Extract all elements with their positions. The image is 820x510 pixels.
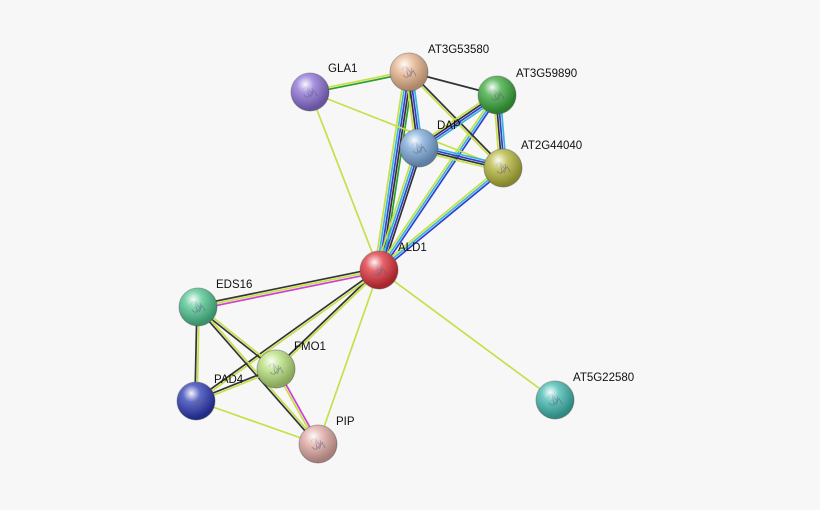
node-gloss bbox=[291, 73, 329, 111]
node-eds16[interactable]: EDS16 bbox=[178, 279, 252, 327]
edge-line-coexpression bbox=[274, 268, 379, 369]
node-label: PAD4 bbox=[214, 374, 244, 386]
node-label: AT3G59890 bbox=[516, 68, 577, 80]
node-gloss bbox=[257, 350, 295, 388]
node-label: GLA1 bbox=[328, 63, 357, 75]
node-at3g59890[interactable]: AT3G59890 bbox=[477, 68, 577, 115]
edge-line-homology bbox=[379, 148, 421, 271]
edge-line-database bbox=[378, 167, 504, 271]
edge-line-homology bbox=[378, 71, 410, 271]
edge-PAD4-PIP bbox=[195, 400, 319, 445]
node-label: DAP bbox=[437, 120, 461, 132]
edge-line-textmining bbox=[373, 71, 406, 270]
edge-line-homology bbox=[380, 95, 500, 272]
node-gloss bbox=[299, 425, 337, 463]
edge-line-textmining bbox=[309, 91, 380, 271]
node-label: FMO1 bbox=[294, 341, 326, 353]
node-gloss bbox=[360, 251, 398, 289]
edge-ALD1-AT3G59890 bbox=[376, 93, 500, 272]
edge-line-textmining bbox=[309, 91, 504, 169]
edge-ALD1-FMO1 bbox=[274, 268, 381, 371]
edge-line-database bbox=[375, 71, 408, 270]
edge-line-textmining bbox=[317, 269, 380, 445]
node-ald1[interactable]: ALD1 bbox=[359, 242, 427, 290]
edge-ALD1-GLA1 bbox=[309, 91, 380, 271]
edge-line-textmining bbox=[407, 72, 503, 170]
edge-ALD1-PIP bbox=[317, 269, 380, 445]
edge-line-textmining bbox=[276, 270, 381, 371]
node-gloss bbox=[179, 288, 217, 326]
node-gloss bbox=[536, 381, 574, 419]
node-label: EDS16 bbox=[216, 279, 252, 291]
edge-line-textmining bbox=[196, 270, 381, 403]
node-gloss bbox=[400, 129, 438, 167]
node-pip[interactable]: PIP bbox=[298, 416, 355, 464]
node-dap[interactable]: DAP bbox=[399, 120, 461, 168]
node-pad4[interactable]: PAD4 bbox=[176, 374, 244, 421]
node-gloss bbox=[390, 53, 428, 91]
node-label: AT5G22580 bbox=[573, 372, 634, 384]
node-label: ALD1 bbox=[398, 242, 427, 254]
node-at5g22580[interactable]: AT5G22580 bbox=[535, 372, 634, 420]
node-gloss bbox=[478, 76, 516, 114]
node-label: AT2G44040 bbox=[521, 140, 582, 152]
edge-line-database bbox=[378, 94, 498, 271]
edge-ALD1-DAP bbox=[375, 146, 423, 272]
edge-line-textmining bbox=[375, 146, 417, 270]
edge-ALD1-AT5G22580 bbox=[378, 269, 556, 401]
edge-line-database bbox=[377, 147, 419, 270]
edge-line-textmining bbox=[376, 93, 496, 270]
node-at3g53580[interactable]: AT3G53580 bbox=[389, 44, 489, 92]
edge-line-coexpression bbox=[194, 268, 379, 401]
edge-line-coexpression bbox=[197, 267, 379, 306]
node-at2g44040[interactable]: AT2G44040 bbox=[483, 140, 582, 188]
edge-line-textmining bbox=[378, 269, 556, 401]
node-fmo1[interactable]: FMO1 bbox=[256, 341, 326, 389]
node-label: AT3G53580 bbox=[428, 44, 489, 56]
edge-line-experiment bbox=[198, 271, 380, 310]
node-label: PIP bbox=[336, 416, 355, 428]
node-gloss bbox=[484, 149, 522, 187]
edge-line-textmining bbox=[195, 400, 319, 445]
edge-line-textmining bbox=[197, 269, 380, 308]
edge-ALD1-AT2G44040 bbox=[377, 165, 505, 273]
edge-GLA1-AT2G44040 bbox=[309, 91, 504, 169]
edge-ALD1-PAD4 bbox=[194, 268, 381, 403]
edge-line-homology bbox=[379, 169, 505, 273]
node-gloss bbox=[177, 382, 215, 420]
edge-ALD1-EDS16 bbox=[197, 267, 380, 310]
edge-line-textmining bbox=[377, 165, 503, 269]
node-gla1[interactable]: GLA1 bbox=[290, 63, 357, 112]
